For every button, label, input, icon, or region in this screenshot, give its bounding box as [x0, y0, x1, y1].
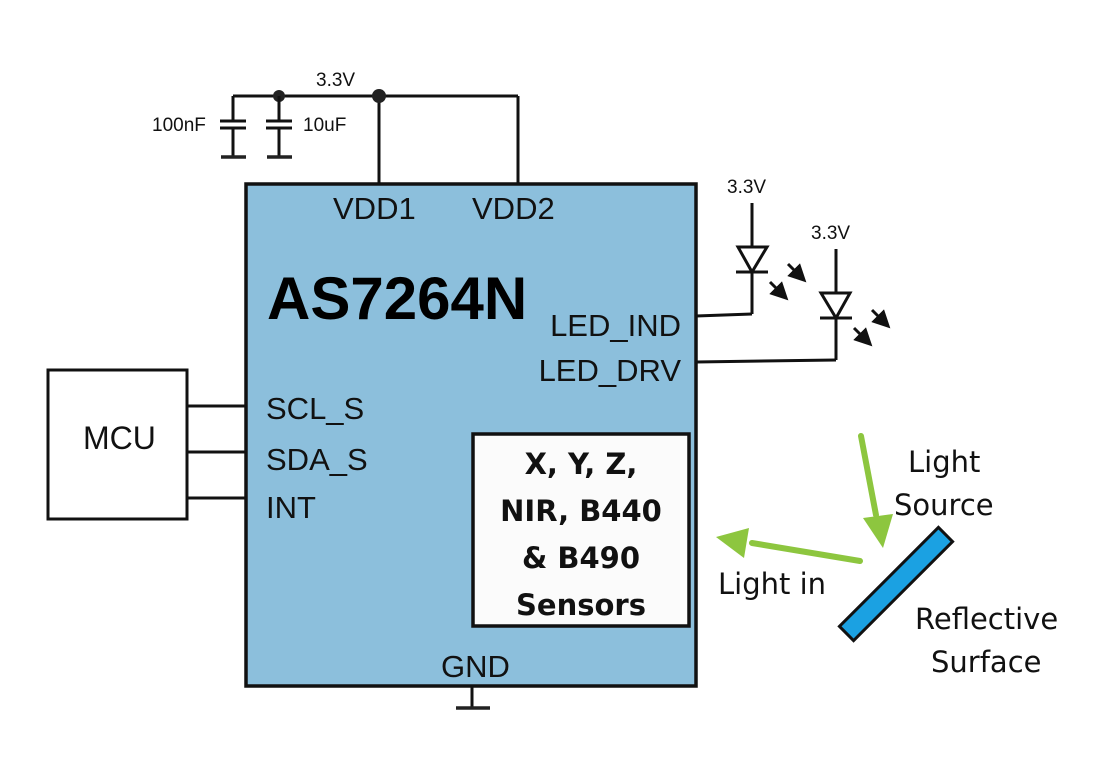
capacitor-10uf-icon [266, 96, 292, 159]
reflective-surface-label-1: Reflective [915, 602, 1058, 636]
chip-name: AS7264N [267, 265, 527, 332]
pin-scl-label: SCL_S [266, 391, 364, 426]
pin-led-drv-label: LED_DRV [539, 353, 682, 388]
light-source-label-1: Light [908, 445, 980, 479]
reflective-surface-label-2: Surface [931, 645, 1041, 679]
capacitor-100nf-label: 100nF [152, 115, 206, 136]
led2-supply-label: 3.3V [811, 223, 850, 244]
power-rail [233, 89, 520, 184]
mcu-block [46, 368, 189, 521]
led-indicator-icon [695, 203, 807, 318]
pin-gnd-label: GND [441, 649, 510, 684]
light-source-arrow-icon [858, 433, 893, 548]
sensor-line-4: Sensors [516, 588, 646, 622]
sensor-line-2: NIR, B440 [500, 494, 662, 528]
pin-sda-label: SDA_S [266, 442, 368, 477]
junction-dot [372, 89, 386, 103]
pin-int-label: INT [266, 490, 316, 525]
pin-vdd1-label: VDD1 [333, 191, 416, 226]
light-in-label: Light in [718, 567, 826, 601]
sensor-line-3: & B490 [522, 541, 640, 575]
sensor-line-1: X, Y, Z, [525, 447, 638, 481]
rail-voltage-label: 3.3V [316, 70, 355, 91]
reflective-surface-icon [837, 525, 955, 643]
mcu-bus-lines [187, 404, 246, 500]
light-source-label-2: Source [894, 488, 994, 522]
capacitor-10uf-label: 10uF [303, 115, 346, 136]
led1-supply-label: 3.3V [727, 177, 766, 198]
pin-vdd2-label: VDD2 [472, 191, 555, 226]
pin-led-ind-label: LED_IND [550, 308, 681, 343]
mcu-label: MCU [83, 420, 156, 456]
light-in-arrow-icon [716, 528, 863, 564]
led-driver-icon [695, 249, 891, 364]
ground-icon [456, 686, 490, 710]
sensor-block [471, 432, 691, 628]
capacitor-100nf-icon [220, 96, 246, 159]
